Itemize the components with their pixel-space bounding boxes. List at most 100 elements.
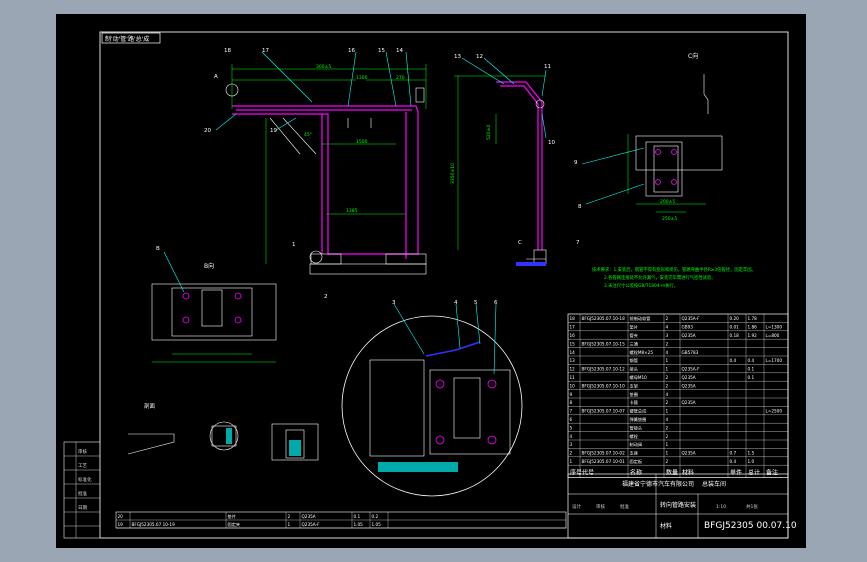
tb-designer: 设计 <box>572 503 581 510</box>
lower-bom-cell: BFGJ52305.07.10-19 <box>132 522 176 527</box>
bom-cell: 2 <box>666 383 669 388</box>
bom-cell: BFGJ52305.07.10-01 <box>582 459 626 464</box>
bom-cell: 接头 <box>630 366 638 373</box>
label-section: 剖面 <box>144 402 156 410</box>
side-strip <box>63 441 101 539</box>
bom-cell: 6 <box>570 417 573 422</box>
bom-cell: 制动阀 <box>630 441 643 448</box>
title-tag-box <box>101 32 161 44</box>
bom-cell: Q235A <box>682 375 696 380</box>
lower-bom-cell: Q235A-F <box>302 522 321 527</box>
company-line: 福建省宁德市汽车有限公司 <box>622 480 694 488</box>
bom-cell: 管接头 <box>630 424 643 431</box>
technical-notes: 技术要求：1.安装后，钢管不得有变形和损伤，管路弯曲半径R≥3倍管径，固定牢固。… <box>592 266 756 289</box>
callout-15: 15 <box>378 48 385 54</box>
detail-view: 3 4 5 6 <box>341 300 523 497</box>
dim-d12: 250±5 <box>662 216 677 222</box>
dim-d9: 200±5 <box>660 199 675 205</box>
bom-cell: 前制动软管 <box>630 315 651 322</box>
bom-cell: Q235A-F <box>682 316 701 321</box>
lower-bom-cell: 19 <box>118 522 124 527</box>
callout-10: 10 <box>548 140 555 146</box>
callout-8: 8 <box>578 204 582 210</box>
bom-cell: 2 <box>666 459 669 464</box>
assembly-name: 转向管路安装 <box>660 501 696 509</box>
callout-c: C <box>518 240 522 246</box>
bom-cell: 1 <box>666 442 669 447</box>
side-label-3: 批准 <box>78 490 87 497</box>
side-label-4: 日期 <box>78 505 87 511</box>
bom-cell: 2 <box>666 341 669 346</box>
bom-cell: 1 <box>666 367 669 372</box>
bom-cell: 钢管 <box>630 357 638 364</box>
dim-d7: 1385 <box>346 208 358 214</box>
tb-approver: 批准 <box>620 503 629 510</box>
callout-18: 18 <box>224 48 231 54</box>
bom-header-cell: 总计 <box>748 469 760 477</box>
callout-12: 12 <box>476 54 483 60</box>
bom-cell: Q235A <box>682 333 696 338</box>
bom-cell: 13 <box>570 358 576 363</box>
bom-cell: 2 <box>666 316 669 321</box>
callout-13: 13 <box>454 54 461 60</box>
bom-cell: Q235A <box>682 451 696 456</box>
bom-cell: 18 <box>570 316 576 321</box>
lower-bom-cell: Q235A <box>302 514 316 519</box>
bom-cell: 12 <box>570 367 576 372</box>
bom-cell: 支架 <box>630 382 638 389</box>
title-block: 福建省宁德市汽车有限公司 总装车间 转向管路安装 材料 BFGJ52305 00… <box>567 473 797 539</box>
side-view: 3350±10 520±4 13 12 11 10 C 7 <box>450 54 580 266</box>
bom-cell: 17 <box>570 325 576 330</box>
bom-cell: 3 <box>666 333 669 338</box>
detail-base <box>378 462 458 472</box>
callout-a: A <box>214 74 218 80</box>
bom-cell: 0.4 <box>730 459 737 464</box>
bom-cell: 8 <box>570 400 573 405</box>
bom-cell: 3 <box>570 442 573 447</box>
dim-d1: 300±5 <box>316 64 331 70</box>
callout-14: 14 <box>396 48 403 54</box>
bom-cell: 1.92 <box>748 333 758 338</box>
bom-cell: 三通 <box>630 340 639 347</box>
view-c: C向 200±5 250±5 9 8 <box>574 52 723 222</box>
bom-cell: 固定板 <box>630 458 643 465</box>
bom-cell: 5 <box>570 425 573 430</box>
bom-cell: 1.0 <box>748 459 755 464</box>
lower-bom-cell: 2 <box>288 514 291 519</box>
side-label-0: 审核 <box>78 448 87 455</box>
bom-cell: L=800 <box>766 333 780 338</box>
bom-cell: 2 <box>666 375 669 380</box>
callout-1: 1 <box>292 242 296 248</box>
bom-cell: 1 <box>666 409 669 414</box>
bom-cell: L=1700 <box>766 358 783 363</box>
title-tag: 制'动'管'路'总'成 <box>105 35 149 43</box>
side-view-base <box>516 262 546 266</box>
dim-d3: 270 <box>396 75 405 81</box>
bom-cell: Q235A-F <box>682 367 701 372</box>
bom-cell: Q235A <box>682 400 696 405</box>
callout-19: 19 <box>270 128 277 134</box>
lower-bom-cell: 1.05 <box>354 522 364 527</box>
bom-cell: 螺母M10 <box>630 374 648 381</box>
label-view-b: B向 <box>204 262 214 270</box>
note-2: 3.未注尺寸公差按GB/T1804-m执行。 <box>604 282 678 289</box>
bom-cell: L=2500 <box>766 409 783 414</box>
bom-header-cell: 名称 <box>630 469 642 477</box>
section-fill-2 <box>226 428 232 444</box>
section-views: 剖面 <box>127 402 319 461</box>
bom-header-cell: 序号 <box>570 469 582 477</box>
callout-4: 4 <box>454 300 458 306</box>
bom-cell: 硬管总成 <box>630 408 647 415</box>
callout-9: 9 <box>574 160 578 166</box>
note-0: 技术要求：1.安装后，钢管不得有变形和损伤，管路弯曲半径R≥3倍管径，固定牢固。 <box>592 266 756 273</box>
bom-cell: 4 <box>570 434 573 439</box>
drawing-canvas: 审核 工艺 标准化 批准 日期 制'动'管'路'总'成 300±5 1300 2… <box>63 31 797 539</box>
main-view: 300±5 1300 270 1500 1385 45° <box>204 48 427 300</box>
bom-cell: 垫片 <box>630 324 638 331</box>
callout-6: 6 <box>494 300 498 306</box>
dim-d8: 3350±10 <box>450 163 456 184</box>
callout-b: B <box>156 246 160 252</box>
bom-cell: 1 <box>666 451 669 456</box>
